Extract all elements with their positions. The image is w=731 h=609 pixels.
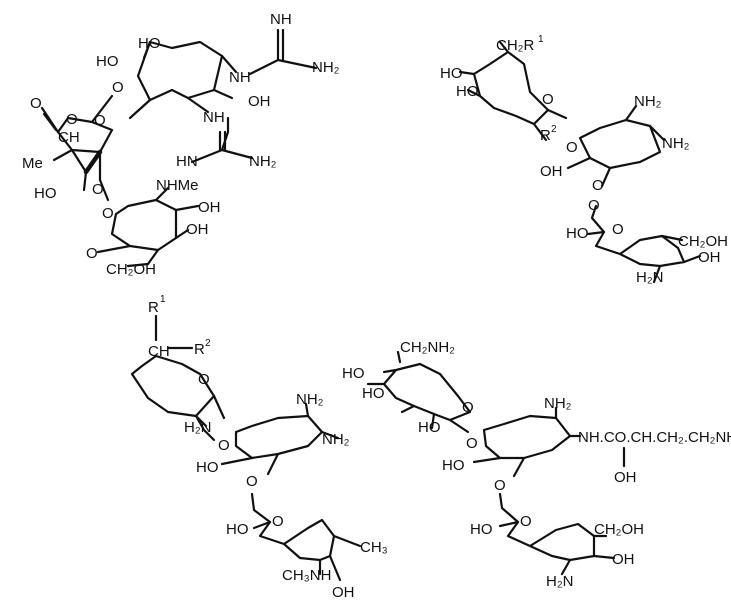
gentamicin-r2: R — [194, 341, 205, 358]
streptomycin-imine-nh-1: NH — [270, 11, 292, 28]
ring-c-o: O — [612, 221, 624, 238]
gentamicin-ring3-o: O — [272, 513, 284, 530]
ring-c-oh: OH — [698, 249, 721, 266]
amikacin-o-link-2: O — [494, 477, 506, 494]
glycosidic-o-1: O — [566, 139, 578, 156]
r2-label: R — [540, 127, 551, 144]
gentamicin-ch3: CH₃ — [360, 539, 388, 556]
purpurosamine-ring-bonds — [130, 314, 226, 442]
amikacin-ch2oh: CH₂OH — [594, 521, 644, 538]
glucosamine-ring-bonds — [96, 186, 200, 268]
ring-a-ho-1: HO — [440, 65, 463, 82]
amikacin-side-chain: NH.CO.CH.CH₂.CH₂NH₂ — [578, 429, 731, 446]
streptomycin-nh-2: NH — [203, 109, 225, 126]
ring-a-o: O — [542, 91, 554, 108]
ring-c-ho: HO — [566, 225, 589, 242]
streptomycin-ho-left: HO — [96, 53, 119, 70]
gentamicin-nh2-b: NH₂ — [322, 431, 350, 448]
streptomycin-ho-top: HO — [138, 35, 161, 52]
gentamicin-structure: R 1 CH R 2 O H₂N O NH₂ NH₂ HO O O HO CH₃… — [130, 294, 388, 601]
gentamicin-ho: HO — [196, 459, 219, 476]
aminoglycoside-top-right-structure: CH₂R 1 HO HO O R 2 O NH₂ NH₂ OH O O HO O… — [440, 34, 728, 286]
gentamicin-r1: R — [148, 299, 159, 316]
amikacin-ch2nh2: CH₂NH₂ — [400, 339, 455, 356]
gentamicin-o-link: O — [218, 437, 230, 454]
streptomycin-oh-3b: OH — [186, 221, 209, 238]
gentamicin-o-link2: O — [246, 473, 258, 490]
amikacin-ho-5: HO — [470, 521, 493, 538]
streptomycin-nh2-a: NH₂ — [312, 59, 340, 76]
gentamicin-nh2-a: NH₂ — [296, 391, 324, 408]
glycosidic-o-3: O — [588, 197, 600, 214]
amikacin-side-chain-oh: OH — [614, 469, 637, 486]
gentamicin-ring-o: O — [198, 371, 210, 388]
ring-c-ch2oh: CH₂OH — [678, 233, 728, 250]
gentamicin-r2-superscript: 2 — [205, 338, 211, 349]
streptomycin-o-ring3: O — [86, 245, 98, 262]
ring-b-nh2-a: NH₂ — [634, 93, 662, 110]
streptomycin-o-bridge: O — [112, 79, 124, 96]
streptomycin-cho-o: O — [66, 111, 78, 128]
amikacin-ho-1: HO — [342, 365, 365, 382]
glycosidic-o-2: O — [592, 177, 604, 194]
streptomycin-oh-ring: OH — [248, 93, 271, 110]
amikacin-ring-a-bonds — [366, 350, 472, 434]
amikacin-ring-c-o: O — [520, 513, 532, 530]
gentamicin-ho-3: HO — [226, 521, 249, 538]
streptomycin-oh-3a: OH — [198, 199, 221, 216]
gentamicin-ch3nh: CH₃NH — [282, 567, 331, 584]
streptomycin-cho: CH — [58, 129, 80, 146]
ring-c-h2n: H₂N — [636, 269, 664, 286]
streptomycin-o-ring2: O — [94, 112, 106, 129]
ring-b-oh: OH — [540, 163, 563, 180]
gentamicin-oh: OH — [332, 584, 355, 601]
r2-superscript: 2 — [551, 124, 557, 135]
amikacin-nh2: NH₂ — [544, 395, 572, 412]
ring-a-ho-2: HO — [456, 83, 479, 100]
amikacin-ho-4: HO — [442, 457, 465, 474]
ch2r1-superscript: 1 — [538, 34, 544, 45]
streptomycin-nh-1: NH — [229, 69, 251, 86]
streptomycin-nhme: NHMe — [156, 177, 199, 194]
gentamicin-ch: CH — [148, 343, 170, 360]
amikacin-ho-3: HO — [418, 419, 441, 436]
amikacin-ring-a-o: O — [462, 399, 474, 416]
streptomycin-me: Me — [22, 155, 43, 172]
streptomycin-o-link2: O — [102, 205, 114, 222]
amikacin-ho-2: HO — [362, 385, 385, 402]
amikacin-h2n: H₂N — [546, 573, 574, 590]
deoxystreptamine-ring-bonds — [220, 402, 340, 476]
amikacin-ring-b-bonds — [472, 406, 582, 478]
streptidine-ring-bonds — [128, 28, 318, 164]
garosamine-ring-bonds — [250, 492, 362, 582]
streptomycin-nh2-b: NH₂ — [249, 153, 277, 170]
amikacin-oh: OH — [612, 551, 635, 568]
gentamicin-h2n: H₂N — [184, 419, 212, 436]
streptomycin-ho-2: HO — [34, 185, 57, 202]
ring-b-bonds — [566, 104, 666, 188]
streptomycin-ch2oh: CH₂OH — [106, 261, 156, 278]
ring-b-nh2-b: NH₂ — [662, 135, 690, 152]
amikacin-o-link-1: O — [466, 435, 478, 452]
amikacin-ring-c-bonds — [498, 492, 616, 576]
streptose-ring-bonds — [40, 94, 114, 202]
streptomycin-structure: HO HO NH NH NH₂ OH NH HN NH₂ O O CH O Me… — [22, 11, 340, 278]
gentamicin-r1-superscript: 1 — [160, 294, 166, 305]
streptomycin-o-link: O — [92, 181, 104, 198]
amikacin-structure: CH₂NH₂ HO HO O HO O NH₂ NH.CO.CH.CH₂.CH₂… — [342, 339, 731, 590]
streptomycin-o-ketone: O — [30, 95, 42, 112]
ring-c-bonds — [586, 204, 702, 284]
ch2r1-label: CH₂R — [496, 37, 534, 54]
streptomycin-imine-hn-2: HN — [176, 153, 198, 170]
ring-a-bonds — [458, 40, 568, 142]
